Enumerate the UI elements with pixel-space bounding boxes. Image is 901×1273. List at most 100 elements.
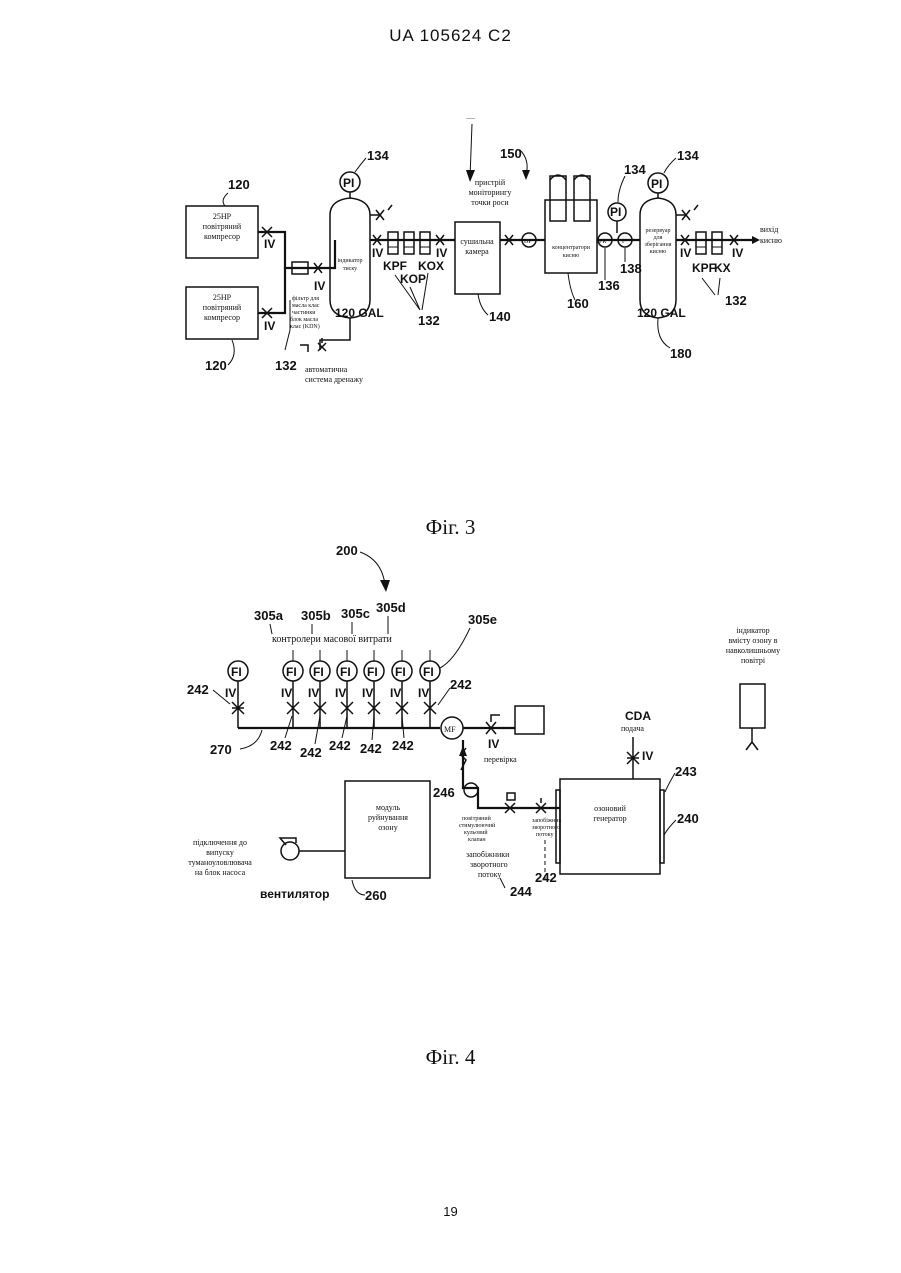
valve-iv-check: IV xyxy=(486,715,500,751)
ref-242-c: 242 xyxy=(270,738,292,753)
check-label: перевірка xyxy=(484,755,517,764)
ambient-ozone-monitor xyxy=(740,684,765,750)
svg-text:PR: PR xyxy=(599,239,606,245)
upflow-arrow xyxy=(459,746,467,756)
relief-valve-tank2 xyxy=(676,205,698,220)
leader-270 xyxy=(240,730,262,749)
svg-text:25HP: 25HP xyxy=(213,212,232,221)
valve-iv-c1: IV xyxy=(262,227,275,251)
svg-text:IV: IV xyxy=(264,237,275,251)
svg-text:озоновий: озоновий xyxy=(594,804,626,813)
svg-text:частинки: частинки xyxy=(292,310,316,316)
mfc-title: контролери масової витрати xyxy=(272,634,393,645)
svg-text:туманоуловлювача: туманоуловлювача xyxy=(188,858,252,867)
ref-242-e: 242 xyxy=(329,738,351,753)
ref-240: 240 xyxy=(677,811,699,826)
svg-text:IV: IV xyxy=(264,319,275,333)
svg-text:фільтр для: фільтр для xyxy=(292,295,319,302)
svg-text:IV: IV xyxy=(436,246,447,260)
ref-242-h: 242 xyxy=(535,870,557,885)
svg-text:повітряний: повітряний xyxy=(203,222,242,231)
svg-text:KOP: KOP xyxy=(400,272,426,286)
svg-text:повітрі: повітрі xyxy=(741,656,766,665)
element-246 xyxy=(464,783,478,797)
filter-note: фільтр для масла клас частинки блок масл… xyxy=(290,295,320,330)
ball-valve-label: повітряний стимулюючий кульовий клапан xyxy=(459,815,496,843)
svg-text:резервуар: резервуар xyxy=(646,228,671,234)
svg-text:індикатор: індикатор xyxy=(337,258,362,264)
svg-text:KOX: KOX xyxy=(418,259,444,273)
ref-242-a: 242 xyxy=(187,682,209,697)
ref-242-b: 242 xyxy=(450,677,472,692)
svg-text:масла клас: масла клас xyxy=(292,303,320,309)
relief-valve-tank1 xyxy=(370,205,392,220)
figure-4-caption: Фіг. 4 xyxy=(0,1045,901,1070)
svg-text:запобіжник: запобіжник xyxy=(532,817,561,824)
mfc-group-d: FI IV xyxy=(362,650,384,728)
svg-text:PI: PI xyxy=(651,177,662,191)
ref-160: 160 xyxy=(567,296,589,311)
svg-text:FI: FI xyxy=(286,665,297,679)
ref-134-b: 134 xyxy=(624,162,646,177)
mfc-305a: 305a xyxy=(254,608,284,623)
svg-text:підключення до: підключення до xyxy=(193,838,247,847)
svg-text:генератор: генератор xyxy=(593,814,626,823)
svg-text:клас (KDN): клас (KDN) xyxy=(290,323,320,330)
leader-242-b xyxy=(438,688,450,705)
svg-text:пристрій: пристрій xyxy=(475,178,506,187)
svg-text:IV: IV xyxy=(314,279,325,293)
ozone-destruct-module: модуль руйнування озону xyxy=(345,781,430,878)
cda-supply-label: CDA подача xyxy=(621,709,651,733)
svg-text:кисню: кисню xyxy=(650,249,667,255)
leader-132-c xyxy=(702,278,720,295)
svg-text:камера: камера xyxy=(465,247,489,256)
svg-text:навколишньому: навколишньому xyxy=(726,646,780,655)
pressure-indicator-1: PI xyxy=(340,172,360,198)
pipe-to-generator xyxy=(463,740,560,808)
leader-120-bottom xyxy=(228,340,234,365)
fan-icon xyxy=(280,838,345,860)
pipe-c2 xyxy=(258,268,285,313)
fan-connection-label: підключення до випуску туманоуловлювача … xyxy=(188,838,252,877)
svg-text:компресор: компресор xyxy=(204,232,240,241)
svg-text:IV: IV xyxy=(390,686,401,700)
svg-text:зберігання: зберігання xyxy=(645,241,672,248)
mfc-305e: 305e xyxy=(468,612,497,627)
svg-text:блок масла: блок масла xyxy=(290,316,318,323)
ref-arrow-marker: ‒‒‒ xyxy=(465,116,476,122)
ref-134-c: 134 xyxy=(677,148,699,163)
ref-200: 200 xyxy=(336,543,358,558)
backflow-preventer-valve xyxy=(536,798,546,813)
page-number: 19 xyxy=(0,1204,901,1219)
svg-text:стимулюючий: стимулюючий xyxy=(459,822,496,829)
svg-text:IV: IV xyxy=(335,686,346,700)
svg-text:тиску: тиску xyxy=(343,266,357,272)
svg-text:120 GAL: 120 GAL xyxy=(637,306,686,320)
leader-244 xyxy=(500,878,505,888)
valve-tv-outlet: IV xyxy=(730,235,743,260)
leader-120-top xyxy=(223,193,228,206)
figure-3-caption: Фіг. 3 xyxy=(0,515,901,540)
oxygen-outlet-label-1: вихід xyxy=(760,225,778,234)
svg-text:FI: FI xyxy=(313,665,324,679)
leader-134-c xyxy=(664,158,676,173)
ref-270: 270 xyxy=(210,742,232,757)
leader-240 xyxy=(664,820,676,835)
ref-244: 244 xyxy=(510,884,532,899)
svg-text:KPF: KPF xyxy=(383,259,407,273)
ref-246: 246 xyxy=(433,785,455,800)
svg-text:кисню: кисню xyxy=(563,253,580,259)
ref-132-a: 132 xyxy=(275,358,297,373)
ref-arrow-line xyxy=(470,124,472,178)
svg-text:індикатор: індикатор xyxy=(736,626,769,635)
valve-iv-pre-dryer: IV xyxy=(436,235,447,260)
svg-text:руйнування: руйнування xyxy=(368,813,408,822)
backflow-label: запобіжники зворотного потоку xyxy=(466,850,510,879)
figure-3-diagram: ‒‒‒ 25HP повітряний компресор 120 25HP п… xyxy=(186,116,782,384)
svg-text:FI: FI xyxy=(231,665,242,679)
svg-text:клапан: клапан xyxy=(468,837,486,843)
drain-label-1: автоматична xyxy=(305,365,348,374)
ref-140: 140 xyxy=(489,309,511,324)
svg-text:KPF: KPF xyxy=(692,261,716,275)
ref-136: 136 xyxy=(598,278,620,293)
